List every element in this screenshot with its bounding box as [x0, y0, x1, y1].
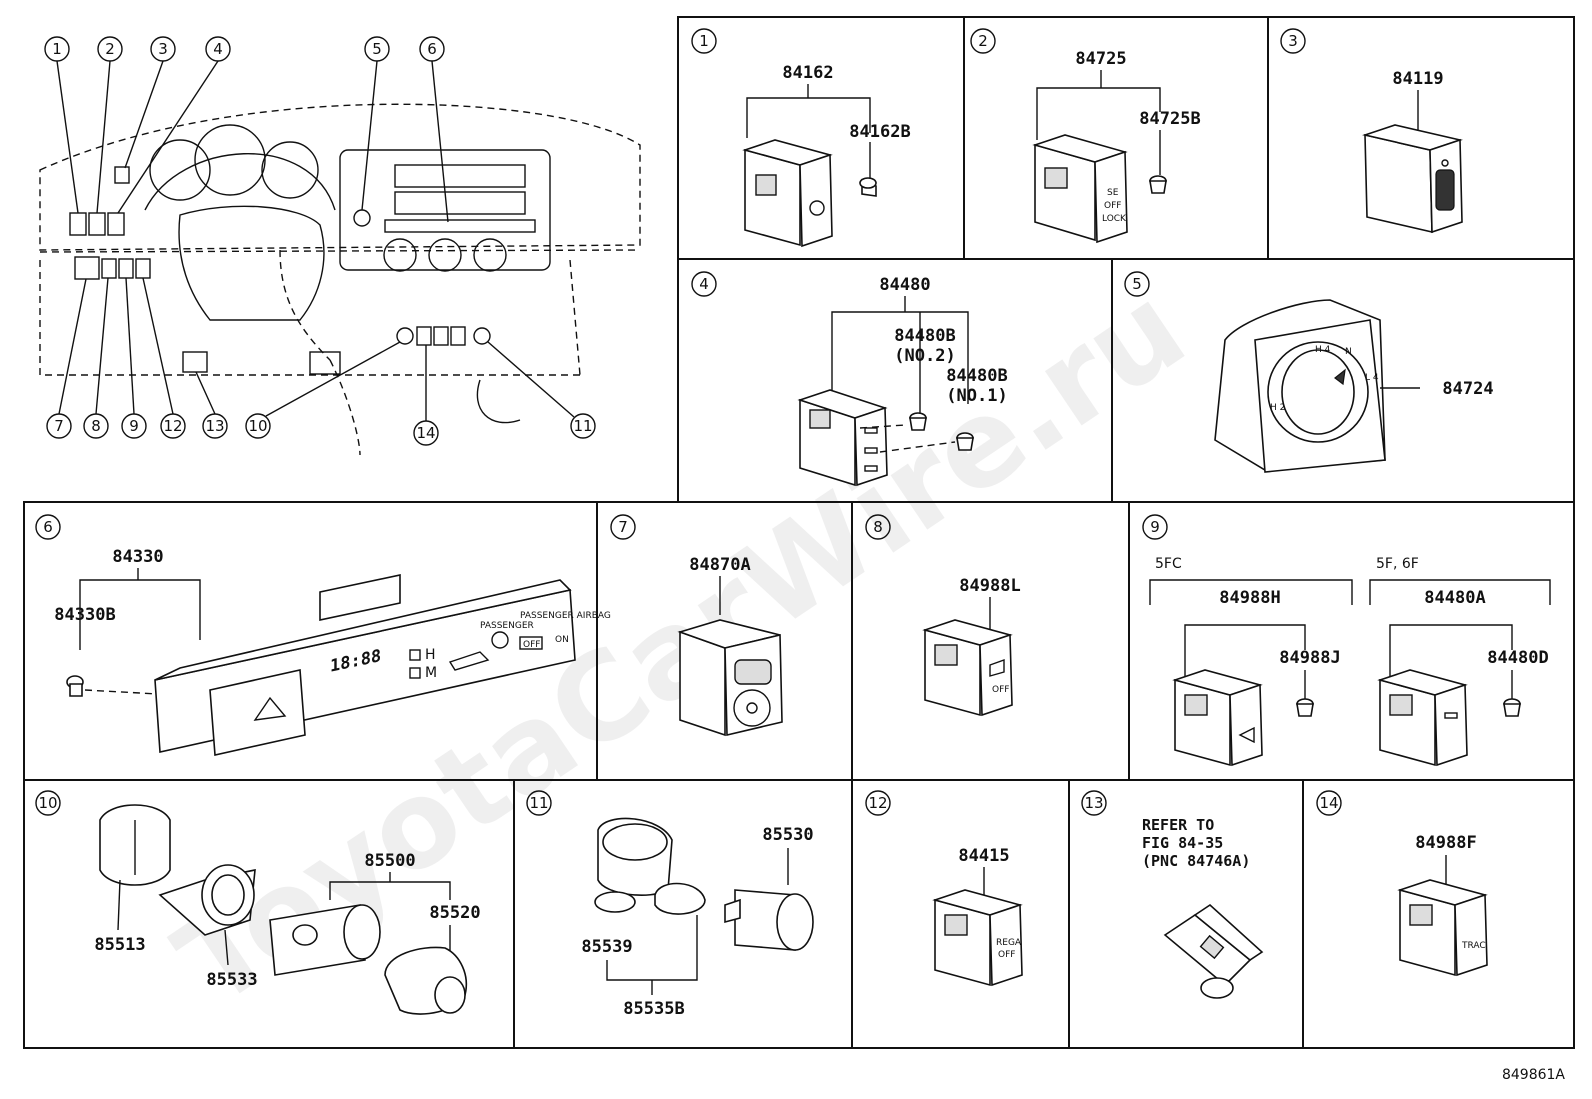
group-label: 5FC	[1155, 556, 1182, 572]
part-number: 85533	[206, 970, 257, 990]
switch-text: OFF	[998, 950, 1015, 960]
overview-callouts: 1 2 3 4 5 6 7 8 9 12 13 10 14 11	[44, 36, 596, 446]
callout-2: 2	[105, 40, 115, 58]
part-number: 84330	[112, 547, 163, 567]
panel-13: 13 REFER TO FIG 84-35 (PNC 84746A)	[1081, 790, 1264, 999]
part-number: 84415	[958, 846, 1009, 866]
part-number: 84480B	[946, 366, 1007, 386]
part-number: 85530	[762, 825, 813, 845]
part-number: 84988L	[959, 576, 1020, 596]
part-number: 85520	[429, 903, 480, 923]
dashboard-overview	[39, 103, 641, 456]
callout-10: 10	[248, 417, 267, 435]
panel-number: 12	[868, 794, 887, 812]
panel-7: 7 84870A	[610, 514, 783, 737]
part-number: 84480D	[1487, 648, 1548, 668]
panel-number: 6	[43, 518, 53, 536]
panel-number: 1	[699, 32, 709, 50]
callout-1: 1	[52, 40, 62, 58]
callout-4: 4	[213, 40, 223, 58]
switch-text: SE	[1107, 188, 1119, 198]
part-number: 84119	[1392, 69, 1443, 89]
switch-text: OFF	[1104, 201, 1121, 211]
callout-3: 3	[158, 40, 168, 58]
panel-number: 4	[699, 275, 709, 293]
dial-text: H 4	[1315, 345, 1331, 355]
dial-text: H 2	[1270, 403, 1285, 413]
airbag-label: ON	[555, 635, 569, 645]
part-number: 84725	[1075, 49, 1126, 69]
panel-number: 14	[1319, 794, 1338, 812]
part-number: 84988J	[1279, 648, 1340, 668]
part-number: 84724	[1442, 379, 1493, 399]
panel-number: 7	[618, 518, 628, 536]
panel-5: 5 H 4 N H 2 L 4 84724	[1124, 271, 1494, 473]
switch-text: REGA	[996, 938, 1022, 948]
callout-7: 7	[54, 417, 64, 435]
reference-note: (PNC 84746A)	[1142, 852, 1250, 870]
panel-number: 11	[529, 794, 548, 812]
panel-8: 8 84988L OFF	[865, 514, 1021, 717]
part-number: 85513	[94, 935, 145, 955]
panel-number: 8	[873, 518, 883, 536]
part-number: 84480A	[1424, 588, 1485, 608]
switch-text: TRAC	[1461, 941, 1486, 951]
callout-14: 14	[416, 424, 435, 442]
part-number: 84870A	[689, 555, 750, 575]
group-label: 5F, 6F	[1376, 556, 1419, 572]
airbag-label: PASSENGER	[480, 621, 534, 631]
indicator: M	[425, 665, 437, 681]
panel-grid	[23, 16, 1575, 1049]
panel-number: 2	[978, 32, 988, 50]
panel-number: 5	[1132, 275, 1142, 293]
panel-1: 1 84162 84162B	[691, 28, 911, 248]
panel-3: 3 84119	[1280, 28, 1463, 234]
callout-5: 5	[372, 40, 382, 58]
part-number: (NO.1)	[946, 386, 1007, 406]
switch-text: OFF	[992, 685, 1009, 695]
part-number: 84480B	[894, 326, 955, 346]
dial-text: L 4	[1365, 373, 1379, 383]
panel-12: 12 84415 REGA OFF	[865, 790, 1023, 987]
panel-10: 10 85513 85533 85500 85520	[35, 790, 481, 1015]
part-number: 84162B	[849, 122, 910, 142]
switch-text: LOCK	[1102, 214, 1127, 224]
panel-9: 9 5FC 5F, 6F 84988H 84480A 84988J 84480D	[1142, 514, 1551, 767]
part-number: 84480	[879, 275, 930, 295]
callout-11: 11	[573, 417, 592, 435]
callout-8: 8	[91, 417, 101, 435]
panel-number: 3	[1288, 32, 1298, 50]
panel-2: 2 84725 84725B SE OFF LOCK	[970, 28, 1201, 244]
panel-11: 11 85539 85535B 85530	[526, 790, 814, 1019]
part-number: (NO.2)	[894, 346, 955, 366]
panel-number: 9	[1150, 518, 1160, 536]
part-number: 85535B	[623, 999, 684, 1019]
callout-9: 9	[129, 417, 139, 435]
reference-note: REFER TO	[1142, 816, 1214, 834]
airbag-label: PASSENGER AIRBAG	[520, 611, 611, 621]
part-number: 84162	[782, 63, 833, 83]
panel-14: 14 84988F TRAC	[1316, 790, 1488, 977]
panel-4: 4 84480 84480B (NO.2) 84480B (NO.1)	[691, 271, 1008, 487]
part-number: 85539	[581, 937, 632, 957]
part-number: 85500	[364, 851, 415, 871]
panel-number: 10	[38, 794, 57, 812]
dial-text: N	[1345, 347, 1352, 357]
part-number: 84988H	[1219, 588, 1280, 608]
part-number: 84988F	[1415, 833, 1476, 853]
figure-code: 849861A	[1502, 1067, 1565, 1083]
part-number: 84725B	[1139, 109, 1200, 129]
panel-number: 13	[1084, 794, 1103, 812]
panel-6: 6 84330 84330B 18:88 H M PASSENGER PASSE…	[35, 514, 611, 756]
reference-note: FIG 84-35	[1142, 834, 1223, 852]
callout-12: 12	[163, 417, 182, 435]
indicator: H	[425, 647, 436, 663]
callout-6: 6	[427, 40, 437, 58]
part-number: 84330B	[54, 605, 115, 625]
callout-13: 13	[205, 417, 224, 435]
airbag-label: OFF	[523, 640, 540, 650]
